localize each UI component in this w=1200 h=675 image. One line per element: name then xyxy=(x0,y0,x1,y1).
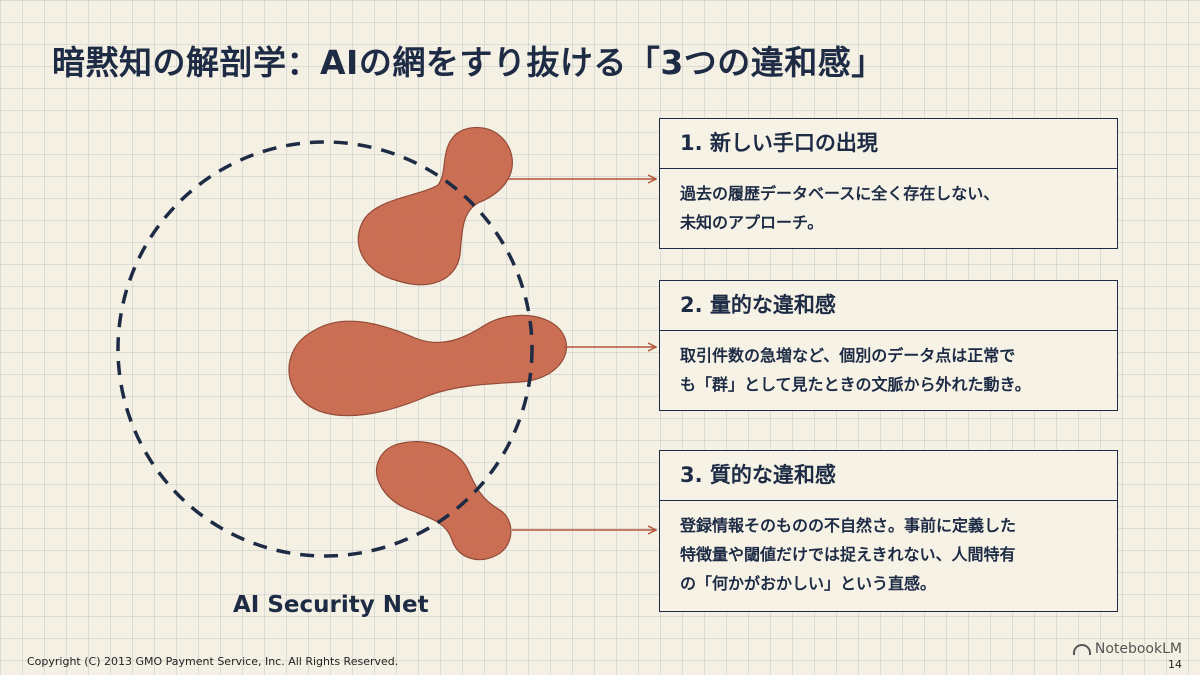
card-quantitative: 2. 量的な違和感 取引件数の急増など、個別のデータ点は正常で も「群」として見… xyxy=(659,280,1118,411)
card-line: の「何かがおかしい」という直感。 xyxy=(680,574,937,593)
card-body: 過去の履歴データベースに全く存在しない、 未知のアプローチ。 xyxy=(660,169,1117,237)
anomaly-blob-1 xyxy=(357,126,513,286)
copyright-notice: Copyright (C) 2013 GMO Payment Service, … xyxy=(27,655,399,668)
anomaly-blob-3 xyxy=(376,441,512,561)
card-heading: 2. 量的な違和感 xyxy=(660,281,1117,331)
ai-security-net-label: AI Security Net xyxy=(233,592,429,618)
card-heading: 3. 質的な違和感 xyxy=(660,451,1117,501)
card-line: 未知のアプローチ。 xyxy=(680,213,824,232)
anomaly-blob-2 xyxy=(288,314,568,417)
notebooklm-logo-icon xyxy=(1072,643,1091,655)
security-net-circle xyxy=(116,140,534,558)
brand-label: NotebookLM xyxy=(1094,641,1182,657)
card-new-method: 1. 新しい手口の出現 過去の履歴データベースに全く存在しない、 未知のアプロー… xyxy=(659,118,1118,249)
card-body: 取引件数の急増など、個別のデータ点は正常で も「群」として見たときの文脈から外れ… xyxy=(660,331,1117,399)
page-number: 14 xyxy=(1168,658,1182,671)
card-line: 登録情報そのものの不自然さ。事前に定義した xyxy=(680,516,1017,535)
card-line: 特徴量や閾値だけでは捉えきれない、人間特有 xyxy=(680,545,1016,564)
card-line: 過去の履歴データベースに全く存在しない、 xyxy=(680,184,1000,203)
card-heading: 1. 新しい手口の出現 xyxy=(660,119,1117,169)
card-body: 登録情報そのものの不自然さ。事前に定義した 特徴量や閾値だけでは捉えきれない、人… xyxy=(660,501,1117,598)
slide-title: 暗黙知の解剖学：AIの網をすり抜ける「3つの違和感」 xyxy=(52,43,885,82)
card-qualitative: 3. 質的な違和感 登録情報そのものの不自然さ。事前に定義した 特徴量や閾値だけ… xyxy=(659,450,1118,612)
card-line: 取引件数の急増など、個別のデータ点は正常で xyxy=(680,346,1016,365)
card-line: も「群」として見たときの文脈から外れた動き。 xyxy=(680,375,1031,394)
notebooklm-brand: NotebookLM xyxy=(1072,641,1182,657)
